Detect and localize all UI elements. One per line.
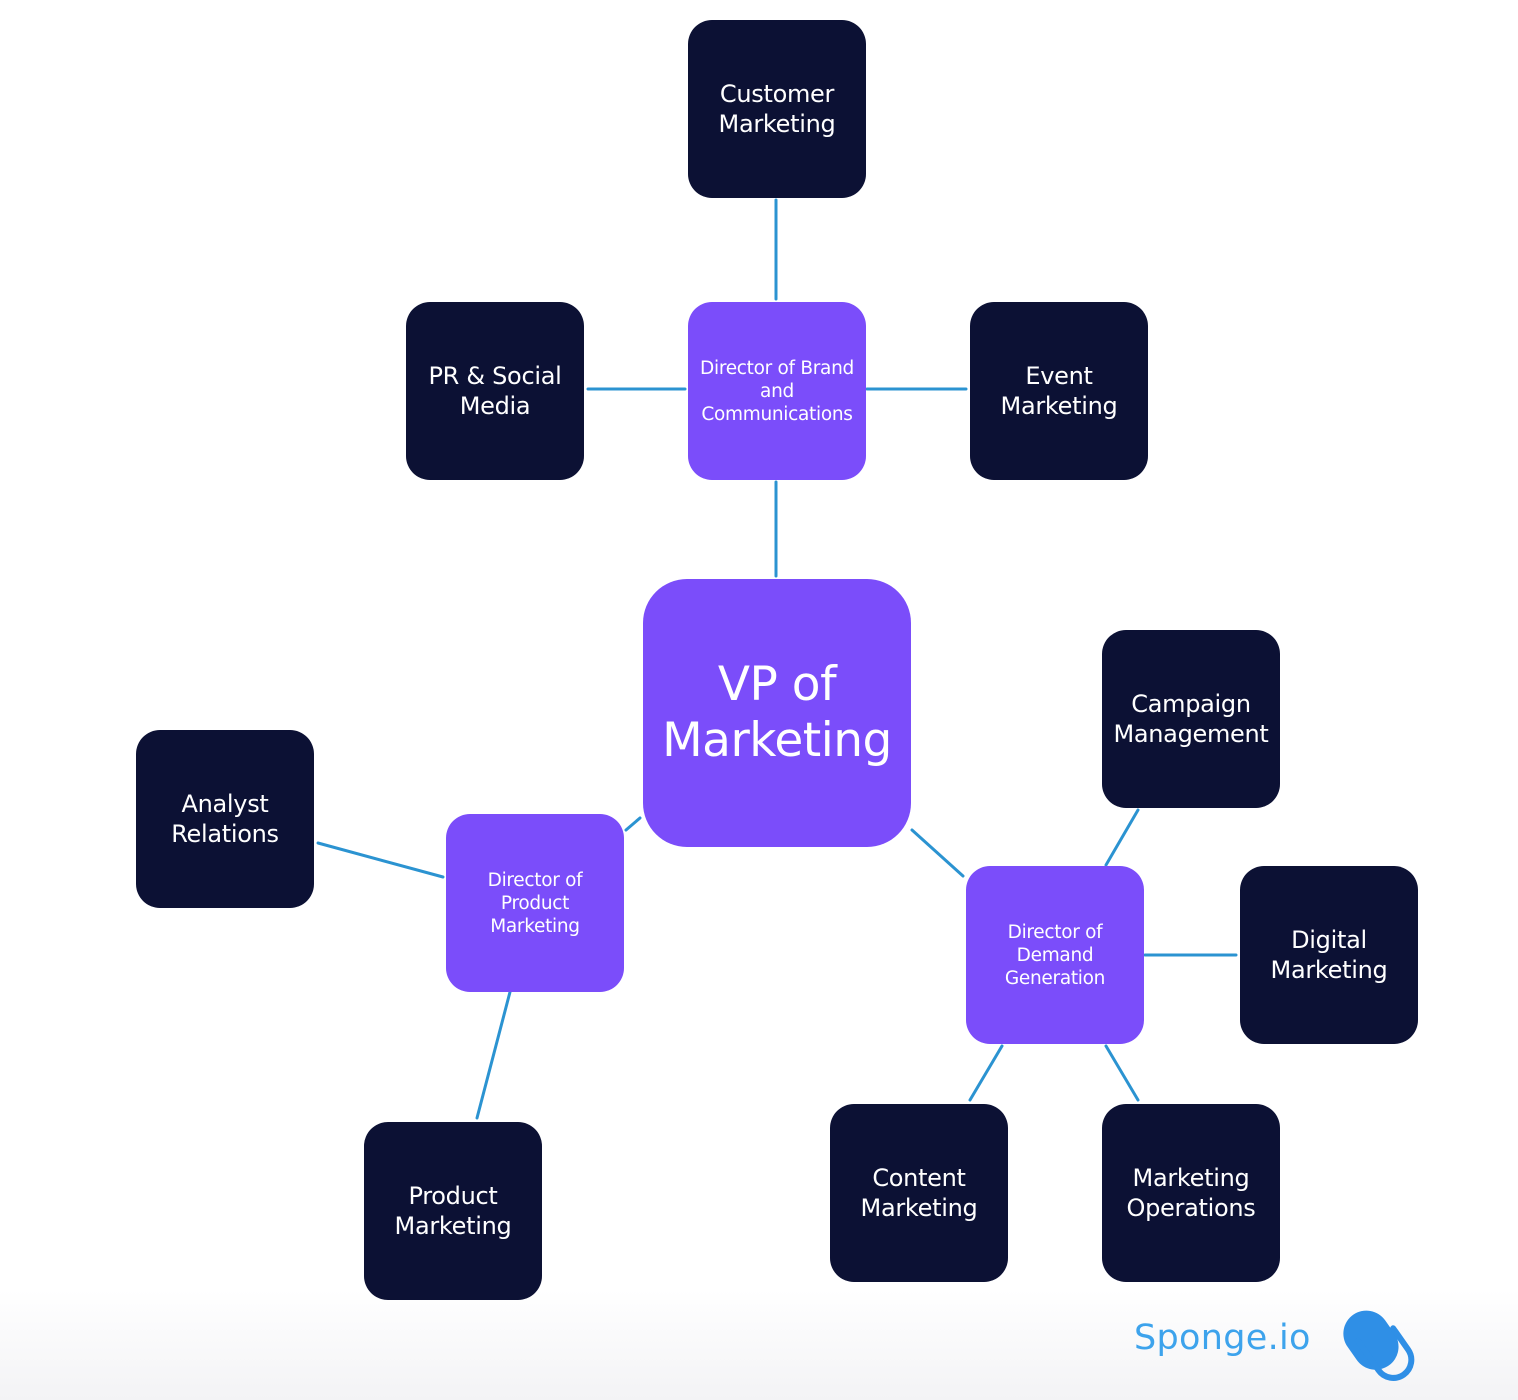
- director-demand-generation-node: Director of Demand Generation: [966, 866, 1144, 1044]
- connector-demand-campaign: [1104, 808, 1140, 867]
- digital-marketing-label: Digital Marketing: [1270, 926, 1388, 984]
- director-brand-communications-node: Director of Brand and Communications: [688, 302, 866, 480]
- connector-demand-content: [968, 1044, 1004, 1102]
- connector-product-productmkt: [475, 990, 512, 1120]
- sponge-logo-icon: [1343, 1310, 1415, 1381]
- director-product-marketing-label: Director of Product Marketing: [487, 869, 583, 937]
- bottom-fade: [0, 1290, 1518, 1400]
- marketing-operations-node: Marketing Operations: [1102, 1104, 1280, 1282]
- director-product-marketing-node: Director of Product Marketing: [446, 814, 624, 992]
- director-brand-communications-label: Director of Brand and Communications: [700, 357, 854, 425]
- connector-product-analyst: [316, 841, 445, 879]
- event-marketing-node: Event Marketing: [970, 302, 1148, 480]
- analyst-relations-node: Analyst Relations: [136, 730, 314, 908]
- product-marketing-node: Product Marketing: [364, 1122, 542, 1300]
- brand-name: Sponge.io: [1134, 1318, 1311, 1358]
- vp-of-marketing-node: VP of Marketing: [643, 579, 911, 847]
- analyst-relations-label: Analyst Relations: [171, 790, 279, 848]
- campaign-management-label: Campaign Management: [1113, 690, 1269, 748]
- vp-of-marketing-label: VP of Marketing: [662, 657, 892, 768]
- customer-marketing-node: Customer Marketing: [688, 20, 866, 198]
- pr-social-media-node: PR & Social Media: [406, 302, 584, 480]
- connector-demand-operations: [1104, 1044, 1140, 1102]
- content-marketing-node: Content Marketing: [830, 1104, 1008, 1282]
- event-marketing-label: Event Marketing: [1000, 362, 1118, 420]
- connector-vp-demand-director: [910, 828, 965, 878]
- product-marketing-label: Product Marketing: [394, 1182, 512, 1240]
- digital-marketing-node: Digital Marketing: [1240, 866, 1418, 1044]
- marketing-operations-label: Marketing Operations: [1126, 1164, 1256, 1222]
- customer-marketing-label: Customer Marketing: [718, 80, 836, 138]
- pr-social-media-label: PR & Social Media: [428, 362, 562, 420]
- campaign-management-node: Campaign Management: [1102, 630, 1280, 808]
- director-demand-generation-label: Director of Demand Generation: [1004, 921, 1106, 989]
- connector-vp-product-director: [624, 816, 642, 832]
- content-marketing-label: Content Marketing: [860, 1164, 978, 1222]
